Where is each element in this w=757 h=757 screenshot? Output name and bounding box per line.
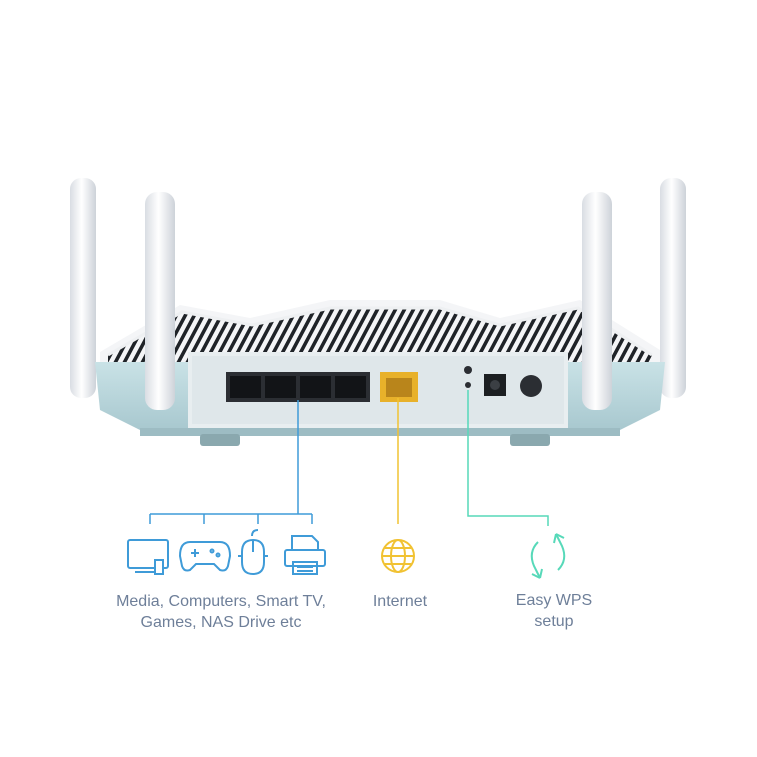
gamepad-icon xyxy=(178,541,232,572)
printer-icon xyxy=(284,535,326,575)
wps-label: Easy WPS setup xyxy=(515,592,593,630)
tv-icon xyxy=(127,539,169,575)
wps-button xyxy=(464,366,472,388)
wps-refresh-icon xyxy=(530,533,566,579)
lan-ports xyxy=(226,372,370,402)
internet-label: Internet xyxy=(372,593,428,610)
antenna-left-inner xyxy=(145,192,175,410)
power-jack xyxy=(484,374,506,396)
lan-connector-line xyxy=(149,400,313,524)
antenna-left-outer xyxy=(70,178,96,398)
antenna-right-inner xyxy=(582,192,612,410)
globe-icon xyxy=(381,539,415,573)
antenna-right-outer xyxy=(660,178,686,398)
internet-port xyxy=(380,372,418,402)
power-button xyxy=(520,375,542,397)
media-devices-label: Media, Computers, Smart TV, Games, NAS D… xyxy=(116,593,326,631)
mouse-icon xyxy=(238,529,268,576)
wps-connector-line xyxy=(467,390,549,526)
